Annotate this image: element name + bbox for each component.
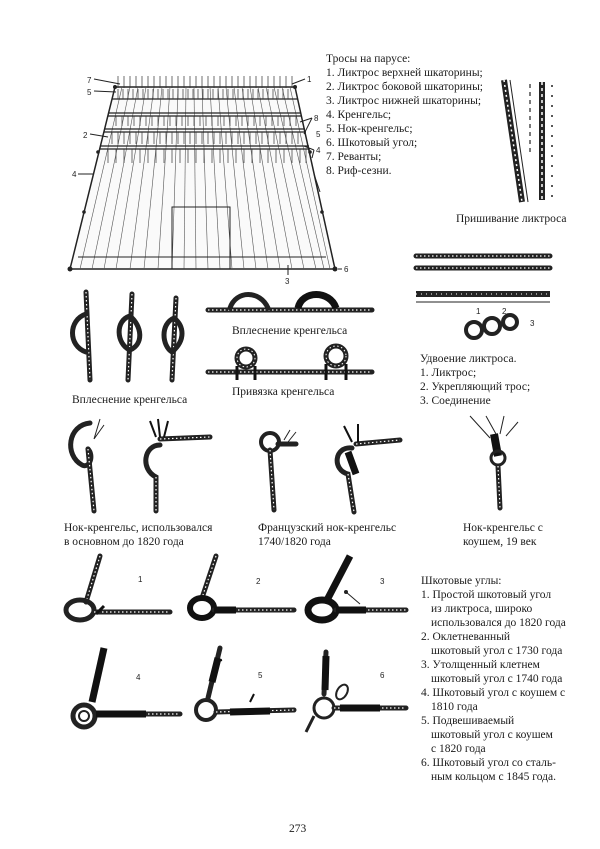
sail-legend-item: 5. Нок-кренгельс; [326,123,413,135]
clew-legend: Шкотовые углы: 1. Простой шкотовый угол … [421,574,566,784]
earing-1820-caption-line: в основном до 1820 года [64,536,184,548]
clew-legend-line: шкотовый угол с 1730 года [431,645,563,657]
clew-legend-line: 2. Оклетневанный [421,631,511,643]
cringle-seizing-caption: Привязка кренгельса [232,386,335,398]
earing-thimble-caption-line: коушем, 19 век [463,536,537,548]
earing-1820-figure [60,415,220,515]
sail-callout-5-top: 5 [87,88,92,97]
french-earing-caption-line: 1740/1820 года [258,536,331,548]
earing-thimble-caption: Нок-кренгельс с коушем, 19 век [463,521,543,549]
sail-callout-2: 2 [83,131,88,140]
cringle-splice-caption-right: Вплеснение кренгельса [232,325,348,337]
earing-1820-caption: Нок-кренгельс, использовался в основном … [64,521,212,549]
sail-legend-item: 8. Риф-сезни. [326,165,392,177]
doubling-legend-item: 2. Укрепляющий трос; [420,381,531,393]
doubling-callout-3: 3 [530,319,535,328]
sail-legend-item: 7. Реванты; [326,151,382,163]
clew-legend-line: из ликтроса, широко [431,603,533,615]
clew-fig-number-5: 5 [258,671,263,680]
sail-callout-8: 8 [314,114,319,123]
clew-fig-number-6: 6 [380,671,385,680]
sail-legend-item: 3. Ликтрос нижней шкаторины; [326,95,482,107]
earing-1820-caption-line: Нок-кренгельс, использовался [64,522,213,534]
clew-fig-number-4: 4 [136,673,141,682]
clew-legend-title: Шкотовые углы: [421,575,502,587]
sail-legend-item: 2. Ликтрос боковой шкаторины; [326,81,483,93]
clew-legend-line: 5. Подвешиваемый [421,715,515,727]
clew-legend-line: 1810 года [431,701,478,713]
sail-legend: Тросы на парусе: 1. Ликтрос верхней шкат… [326,52,483,178]
sail-legend-item: 6. Шкотовый угол; [326,137,418,149]
sail-callout-1: 1 [307,75,312,84]
earing-thimble-caption-line: Нок-кренгельс с [463,522,543,534]
clew-legend-line: шкотовый угол с 1740 года [431,673,563,685]
clew-legend-line: использовался до 1820 года [431,617,566,629]
boltrope-sewing-figure [496,76,566,206]
sail-legend-item: 1. Ликтрос верхней шкаторины; [326,67,483,79]
french-earing-caption: Французский нок-кренгельс 1740/1820 года [258,521,396,549]
sail-legend-item: 4. Кренгельс; [326,109,392,121]
clew-legend-line: 6. Шкотовый угол со сталь- [421,757,556,769]
french-earing-caption-line: Французский нок-кренгельс [258,522,397,534]
cringle-splice-figure [60,289,190,385]
boltrope-doubling-figure: 1 2 3 [413,250,554,350]
boltrope-sewing-caption: Пришивание ликтроса [456,213,567,225]
clews-figure: 1 2 3 4 5 6 [60,552,410,742]
boltrope-doubling-legend: Удвоение ликтроса. 1. Ликтрос; 2. Укрепл… [420,352,530,408]
sail-callout-4-left: 4 [72,170,77,179]
doubling-callout-1: 1 [476,307,481,316]
clew-legend-line: 1. Простой шкотовый угол [421,589,552,601]
french-earing-figure [244,420,404,515]
clew-fig-number-3: 3 [380,577,385,586]
clew-legend-line: 3. Утолщенный клетнем [421,659,540,671]
earing-thimble-figure [450,412,540,512]
cringle-splice-horizontal-figure [205,284,376,324]
clew-legend-line: 4. Шкотовый угол с коушем с [421,687,566,699]
sail-callout-3: 3 [285,277,290,286]
sail-diagram: 7 5 1 8 2 5 4 4 3 6 [60,62,360,287]
clew-legend-line: с 1820 года [431,743,486,755]
cringle-seizing-figure [205,340,376,385]
page-number: 273 [289,823,307,835]
doubling-legend-title: Удвоение ликтроса. [420,353,517,365]
sail-callout-4-right: 4 [316,146,321,155]
doubling-legend-item: 3. Соединение [420,395,491,407]
clew-legend-line: ным кольцом с 1845 года. [431,771,556,783]
cringle-splice-caption-left: Вплеснение кренгельса [72,394,188,406]
clew-fig-number-1: 1 [138,575,143,584]
sail-callout-5-right: 5 [316,130,321,139]
doubling-callout-2: 2 [502,307,507,316]
sail-legend-title: Тросы на парусе: [326,53,411,65]
clew-legend-line: шкотовый угол с коушем [431,729,553,741]
clew-fig-number-2: 2 [256,577,261,586]
sail-callout-6: 6 [344,265,349,274]
sail-callout-7: 7 [87,76,92,85]
doubling-legend-item: 1. Ликтрос; [420,367,477,379]
